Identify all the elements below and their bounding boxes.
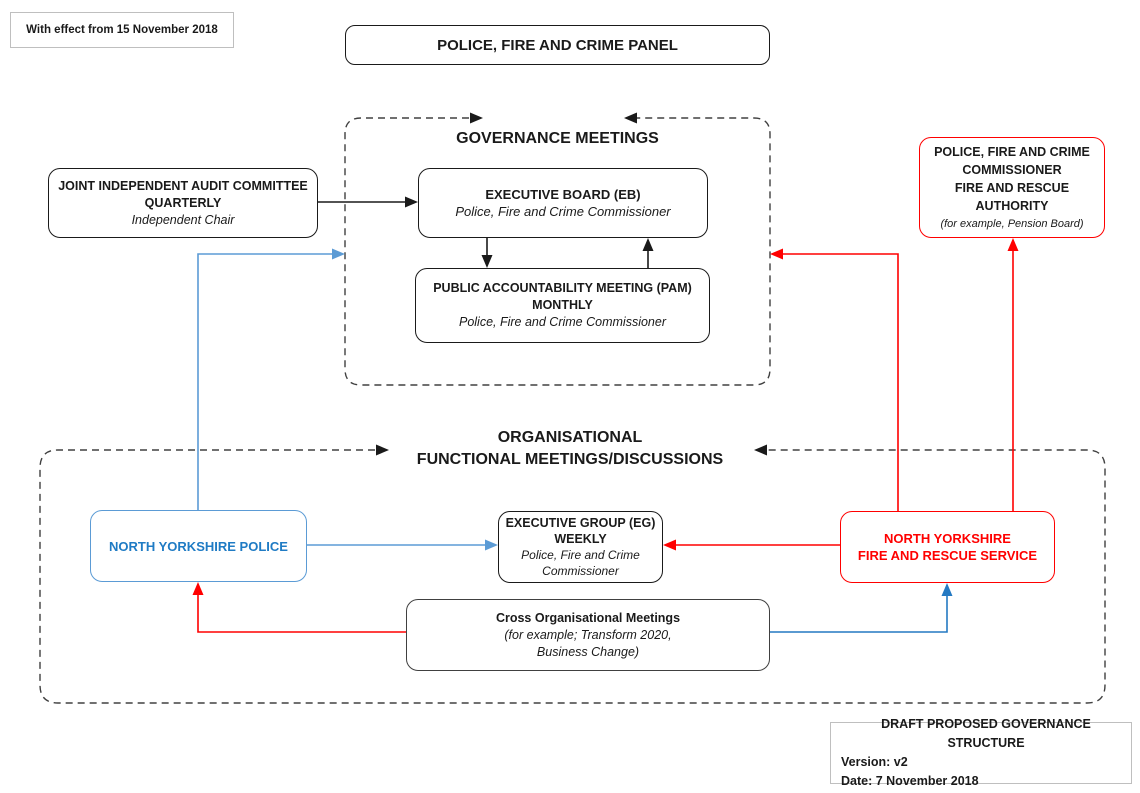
governance-meetings-title: GOVERNANCE MEETINGS <box>456 130 659 147</box>
police-fire-crime-panel-box: POLICE, FIRE AND CRIME PANEL <box>345 25 770 65</box>
connector-eb-to-pam <box>481 238 493 268</box>
arrowhead-pam-to-eb-icon <box>642 238 654 251</box>
connector-nyfrs-to-eg <box>663 539 840 551</box>
north-yorkshire-police-box: NORTH YORKSHIRE POLICE <box>90 510 307 582</box>
organisational-dashed-frame <box>39 444 1106 704</box>
eg-title: EXECUTIVE GROUP (EG) <box>505 516 656 530</box>
executive-group-box: EXECUTIVE GROUP (EG) WEEKLY Police, Fire… <box>498 511 663 583</box>
footer-date: Date: 7 November 2018 <box>841 774 979 788</box>
eg-frequency: WEEKLY <box>554 532 607 546</box>
executive-board-box: EXECUTIVE BOARD (EB) Police, Fire and Cr… <box>418 168 708 238</box>
connector-crossorg-to-nyfrs <box>770 583 953 633</box>
pam-frequency: MONTHLY <box>532 298 593 312</box>
connector-audit-to-eb <box>318 196 418 208</box>
arrow-into-organisational-left-icon <box>376 444 389 456</box>
connector-pam-to-eb <box>642 238 654 268</box>
fire-authority-line3: FIRE AND RESCUE <box>954 180 1070 195</box>
organisational-title-line1: ORGANISATIONAL <box>497 429 643 446</box>
audit-committee-chair: Independent Chair <box>131 212 235 227</box>
footer-version: Version: v2 <box>841 755 908 769</box>
executive-board-title: EXECUTIVE BOARD (EB) <box>485 187 641 202</box>
arrowhead-nyp-to-governance-icon <box>332 248 345 260</box>
eg-owner-line1: Police, Fire and Crime <box>521 548 640 562</box>
connector-nyp-to-governance <box>197 248 345 510</box>
connector-nyfrs-to-fire-authority <box>1007 238 1019 511</box>
arrow-into-governance-left-icon <box>470 112 483 124</box>
crossorg-note-line2: Business Change) <box>536 644 640 659</box>
audit-committee-title: JOINT INDEPENDENT AUDIT COMMITTEE <box>58 178 308 193</box>
connector-nyp-to-eg <box>307 539 498 551</box>
arrowhead-nyfrs-to-fire-authority-icon <box>1007 238 1019 251</box>
audit-committee-box: JOINT INDEPENDENT AUDIT COMMITTEE QUARTE… <box>48 168 318 238</box>
nyfrs-box: NORTH YORKSHIRE FIRE AND RESCUE SERVICE <box>840 511 1055 583</box>
connector-crossorg-to-nyp <box>192 582 406 633</box>
fire-authority-line1: POLICE, FIRE AND CRIME <box>934 144 1090 159</box>
connector-nyfrs-to-governance <box>770 248 899 511</box>
organisational-title-line2: FUNCTIONAL MEETINGS/DISCUSSIONS <box>416 451 724 468</box>
panel-title: POLICE, FIRE AND CRIME PANEL <box>437 36 678 54</box>
arrowhead-crossorg-to-nyfrs-icon <box>941 583 953 596</box>
version-footer-box: DRAFT PROPOSED GOVERNANCE STRUCTURE Vers… <box>830 717 1132 788</box>
arrowhead-crossorg-to-nyp-icon <box>192 582 204 595</box>
arrowhead-nyfrs-to-governance-icon <box>770 248 783 260</box>
nyp-title: NORTH YORKSHIRE POLICE <box>109 538 288 554</box>
crossorg-title: Cross Organisational Meetings <box>495 610 681 625</box>
eg-owner-line2: Commissioner <box>542 564 619 578</box>
effect-note-box: With effect from 15 November 2018 <box>10 12 234 48</box>
governance-dashed-frame <box>344 112 771 386</box>
arrow-into-governance-right-icon <box>624 112 637 124</box>
nyfrs-line1: NORTH YORKSHIRE <box>884 531 1011 546</box>
cross-organisational-meetings-box: Cross Organisational Meetings (for examp… <box>406 599 770 671</box>
organisational-title: ORGANISATIONAL FUNCTIONAL MEETINGS/DISCU… <box>290 427 850 471</box>
arrowhead-nyfrs-to-eg-icon <box>663 539 676 551</box>
fire-authority-line4: AUTHORITY <box>975 198 1049 213</box>
arrow-into-organisational-right-icon <box>754 444 767 456</box>
crossorg-note-line1: (for example; Transform 2020, <box>504 627 672 642</box>
pam-owner: Police, Fire and Crime Commissioner <box>458 315 666 329</box>
pam-title: PUBLIC ACCOUNTABILITY MEETING (PAM) <box>433 281 692 295</box>
nyfrs-line2: FIRE AND RESCUE SERVICE <box>857 548 1038 563</box>
arrowhead-audit-to-eb-icon <box>405 196 418 208</box>
audit-committee-frequency: QUARTERLY <box>144 195 222 210</box>
fire-authority-note: (for example, Pension Board) <box>940 217 1084 230</box>
fire-authority-line2: COMMISSIONER <box>962 162 1062 177</box>
arrowhead-nyp-to-eg-icon <box>485 539 498 551</box>
footer-title: DRAFT PROPOSED GOVERNANCE STRUCTURE <box>881 717 1091 750</box>
executive-board-owner: Police, Fire and Crime Commissioner <box>455 204 671 219</box>
pam-box: PUBLIC ACCOUNTABILITY MEETING (PAM) MONT… <box>415 268 710 343</box>
effect-note-text: With effect from 15 November 2018 <box>26 24 218 36</box>
arrowhead-eb-to-pam-icon <box>481 255 493 268</box>
fire-authority-box: POLICE, FIRE AND CRIME COMMISSIONER FIRE… <box>919 137 1105 238</box>
